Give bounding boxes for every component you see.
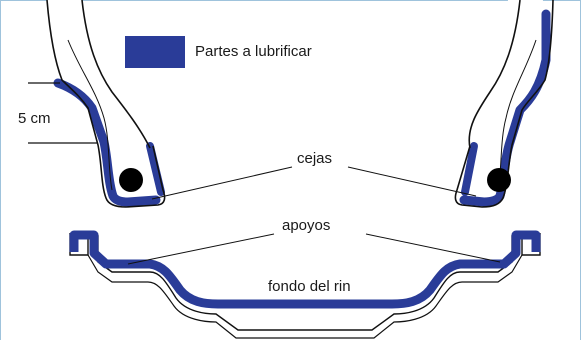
left-sidewall-lubricant-top xyxy=(146,142,165,196)
right-sidewall-lubricant-top xyxy=(461,142,478,196)
legend: Partes a lubrificar xyxy=(125,36,312,68)
callout-beads: cejas xyxy=(151,150,477,200)
beads-leader-right xyxy=(347,166,477,197)
seats-leader-right xyxy=(365,233,501,263)
left-sidewall xyxy=(46,0,166,208)
left-sidewall-inner-line xyxy=(81,0,151,149)
measurement-label: 5 cm xyxy=(18,110,51,127)
seats-leader-left xyxy=(127,233,275,265)
right-sidewall-inner-line xyxy=(468,0,521,149)
left-sidewall-outer-line xyxy=(46,0,166,208)
right-sidewall-lubricant xyxy=(459,9,551,207)
left-sidewall-lubricant xyxy=(53,78,161,207)
right-sidewall xyxy=(428,0,554,208)
legend-label: Partes a lubrificar xyxy=(195,43,312,60)
measurement-indicator: 5 cm xyxy=(18,82,98,144)
right-sidewall-body xyxy=(428,0,543,205)
rim-inner-outline xyxy=(87,254,523,339)
rim-profile xyxy=(69,230,541,339)
seats-label: apoyos xyxy=(282,217,330,234)
beads-label: cejas xyxy=(297,150,332,167)
beads-leader-left xyxy=(151,166,293,200)
rim-base-label: fondo del rin xyxy=(268,278,351,295)
rim-lubricant-coating xyxy=(69,230,541,309)
left-bead-wire xyxy=(119,168,143,192)
rim-outer-outline xyxy=(69,233,541,331)
left-sidewall-body xyxy=(47,0,162,205)
callout-seats: apoyos xyxy=(127,217,501,265)
right-bead-wire xyxy=(487,168,511,192)
legend-swatch xyxy=(125,36,185,68)
left-bead-inner-contour xyxy=(67,39,113,191)
